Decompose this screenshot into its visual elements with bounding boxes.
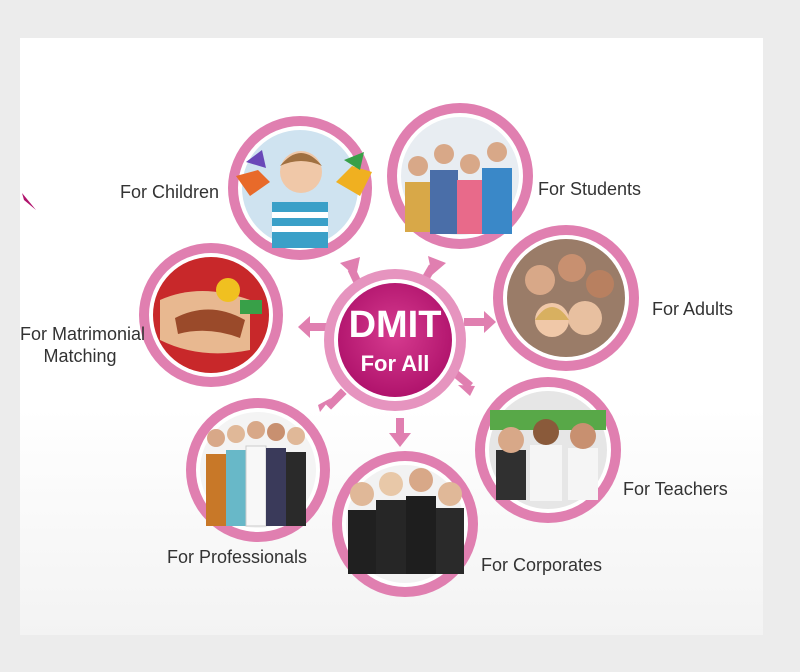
node-children	[228, 116, 372, 260]
center-node	[324, 269, 466, 411]
label-children: For Children	[120, 182, 220, 202]
center-subtitle: For All	[360, 351, 430, 376]
node-professionals	[186, 398, 330, 542]
label-matrimonial-line-2: Matching	[43, 346, 117, 366]
node-adults	[493, 225, 639, 371]
arrow-corporates	[389, 418, 411, 447]
label-professionals: For Professionals	[167, 547, 308, 567]
label-matrimonial-line-1: For Matrimonial	[20, 324, 146, 344]
node-matrimonial	[139, 243, 283, 387]
label-adults: For Adults	[652, 299, 734, 319]
node-corporates	[332, 451, 478, 597]
arrow-adults	[464, 311, 496, 333]
decorative-mark	[22, 193, 36, 210]
center-title: DMIT	[348, 304, 442, 346]
label-corporates: For Corporates	[481, 555, 603, 575]
arrow-matrimonial	[298, 316, 330, 338]
node-students	[387, 103, 533, 249]
label-teachers: For Teachers	[623, 479, 728, 499]
node-teachers	[475, 377, 621, 523]
label-students: For Students	[538, 179, 642, 199]
arrow-professionals	[318, 388, 347, 412]
label-matrimonial: For Matrimonial Matching	[20, 323, 146, 367]
